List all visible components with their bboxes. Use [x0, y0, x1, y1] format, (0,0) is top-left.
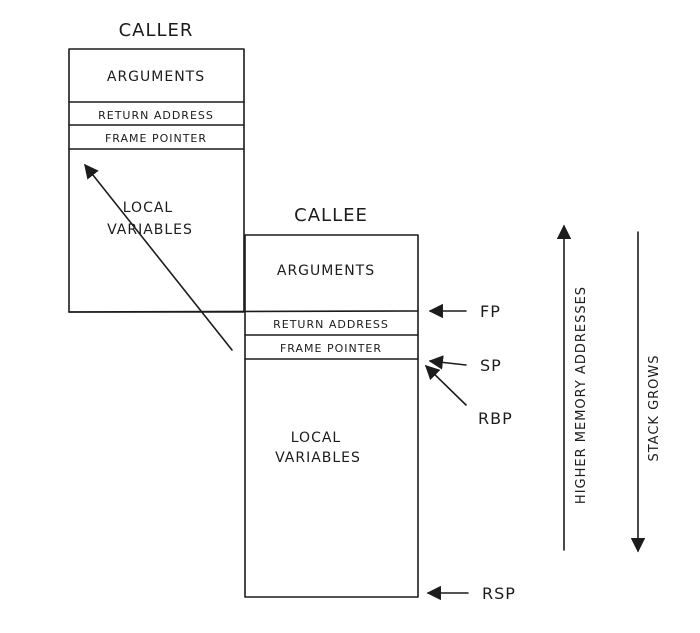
pointer-markers: FP SP RBP RSP: [424, 302, 516, 603]
caller-frame-box: [68, 48, 245, 313]
fp-label: FP: [480, 302, 501, 321]
higher-memory-label: Higher Memory Addresses: [574, 286, 589, 504]
callee-frame-box: [244, 234, 419, 598]
rbp-arrow: [424, 364, 467, 406]
sp-arrow: [428, 355, 467, 370]
caller-frame-pointer-label: Frame Pointer: [105, 132, 207, 145]
callee-arguments-label: Arguments: [277, 263, 375, 279]
callee-locals-label-line2: Variables: [275, 450, 361, 466]
sp-label: SP: [480, 356, 502, 375]
callee-title: Callee: [294, 205, 368, 226]
callee-return-address-label: Return Address: [273, 318, 389, 331]
rbp-label: RBP: [478, 409, 513, 428]
caller-locals-label-line1: Local: [123, 200, 173, 216]
saved-frame-pointer-arrow: [84, 163, 233, 351]
stack-grows-label: Stack Grows: [647, 354, 662, 461]
memory-axes: Higher Memory Addresses Stack Grows: [556, 224, 662, 553]
caller-locals-label-line2: Variables: [107, 222, 193, 238]
callee-frame: Callee Arguments Return Address Frame Po…: [244, 205, 419, 598]
callee-locals-label-line1: Local: [291, 430, 341, 446]
caller-return-address-label: Return Address: [98, 109, 214, 122]
callee-frame-pointer-label: Frame Pointer: [280, 342, 382, 355]
frame-boundary-line: [68, 310, 419, 313]
caller-title: Caller: [119, 20, 194, 41]
rsp-label: RSP: [482, 584, 516, 603]
caller-frame: Caller Arguments Return Address Frame Po…: [68, 20, 245, 313]
caller-arguments-label: Arguments: [107, 69, 205, 85]
